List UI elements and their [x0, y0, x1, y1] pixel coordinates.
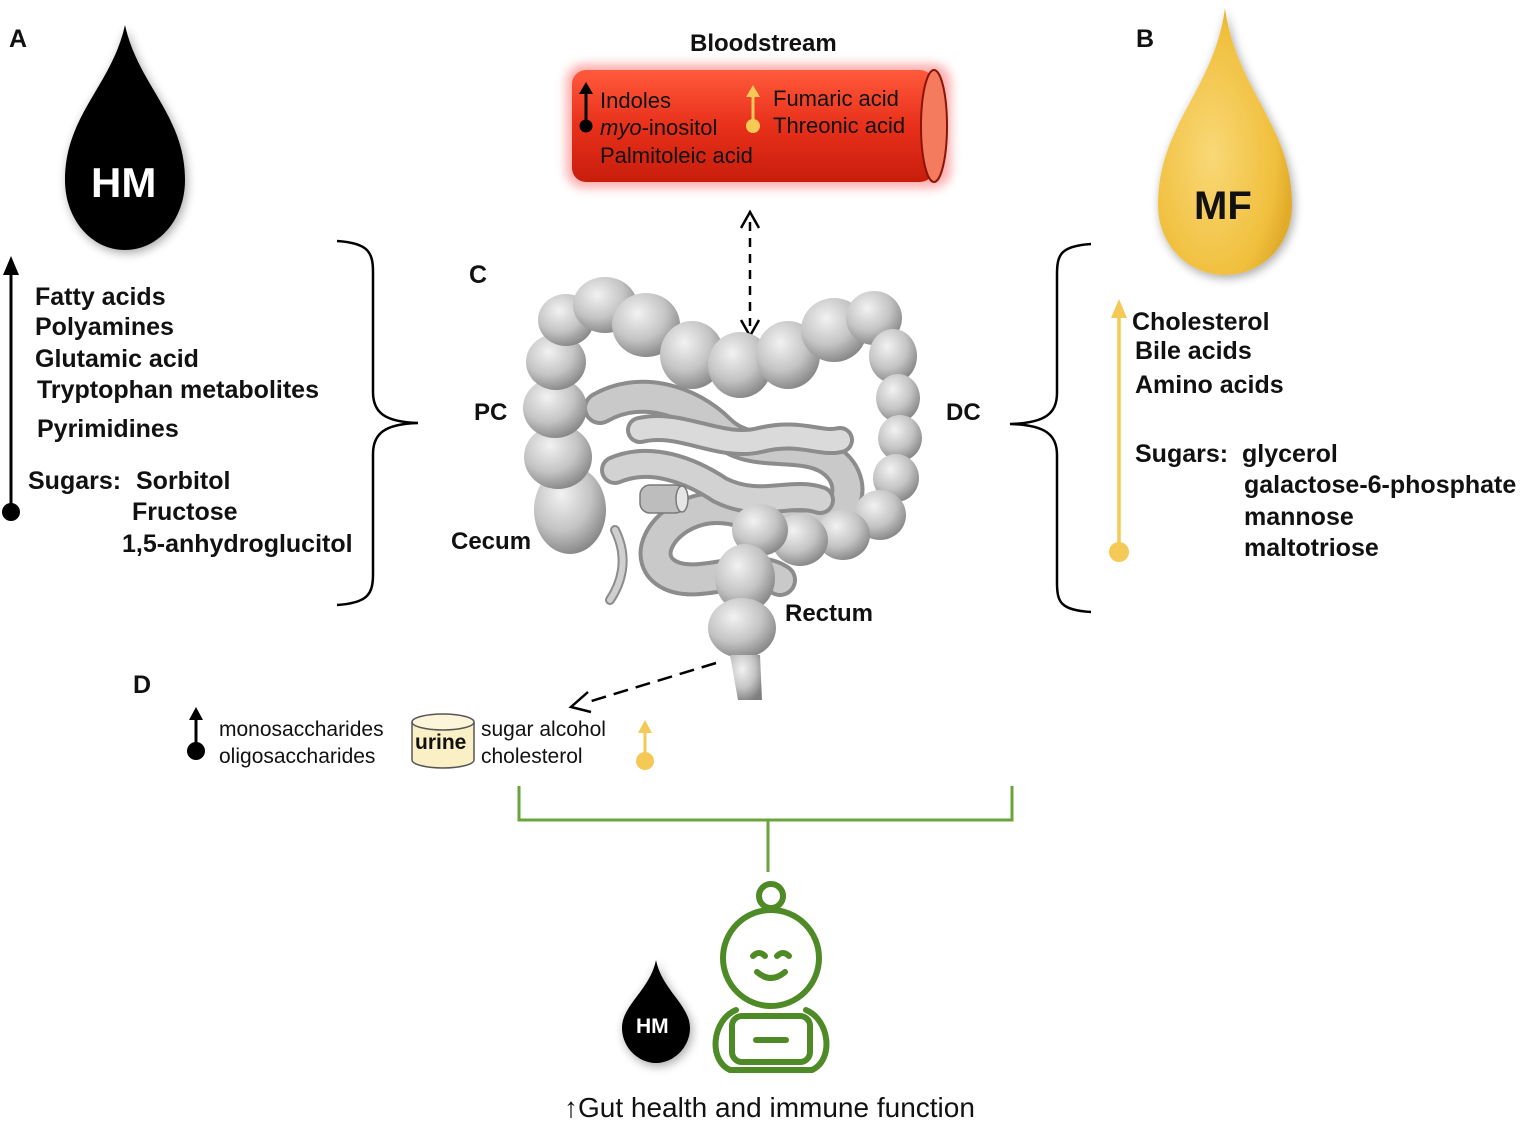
- hm-drop-label: HM: [91, 159, 157, 206]
- urine-mf-arrow: [636, 720, 654, 770]
- blood-mf-arrow: [746, 85, 760, 133]
- intestine-illustration: [523, 277, 922, 700]
- hm-increase-arrow: [2, 256, 20, 521]
- blood-colon-exchange-arrow: [739, 209, 761, 339]
- hm-sugars-label: Sugars:: [28, 467, 122, 495]
- urine-label: urine: [415, 731, 467, 754]
- mf-sugar: maltotriose: [1244, 534, 1379, 562]
- bloodstream-title: Bloodstream: [690, 30, 837, 57]
- mf-sugar: glycerol: [1242, 440, 1338, 468]
- urine-hm-item: oligosaccharides: [219, 745, 376, 768]
- urine-mf-item: sugar alcohol: [481, 718, 606, 741]
- mf-bracket: [1009, 242, 1092, 614]
- blood-hm-item: Indoles: [600, 88, 671, 113]
- panel-label-b: B: [1136, 25, 1155, 53]
- blood-mf-item: Threonic acid: [773, 113, 906, 138]
- hm-metabolite: Tryptophan metabolites: [37, 376, 319, 404]
- mf-metabolite: Amino acids: [1135, 371, 1284, 399]
- mf-metabolite: Bile acids: [1135, 337, 1252, 365]
- outcome-bracket: [517, 786, 1014, 872]
- colon-urine-arrow: [568, 661, 717, 714]
- panel-label-d: D: [133, 671, 152, 699]
- colon-label-pc: PC: [474, 399, 508, 426]
- urine-hm-item: monosaccharides: [219, 718, 384, 741]
- hm-drop-shape: [65, 25, 185, 250]
- urine-container: [411, 713, 475, 769]
- mf-sugar: galactose-6-phosphate: [1244, 471, 1517, 499]
- colon-label-rectum: Rectum: [785, 600, 874, 627]
- blood-hm-arrow: [579, 82, 593, 133]
- hm-metabolite: Polyamines: [35, 313, 174, 341]
- bloodstream-vessel-end: [920, 69, 948, 183]
- hm-sugar: Sorbitol: [136, 467, 231, 495]
- panel-label-a: A: [9, 25, 28, 53]
- urine-hm-arrow: [187, 707, 205, 760]
- hm-metabolite: Glutamic acid: [35, 345, 199, 373]
- mf-metabolite: Cholesterol: [1132, 308, 1270, 336]
- outcome-text: ↑Gut health and immune function: [564, 1092, 975, 1123]
- panel-label-c: C: [469, 261, 488, 289]
- mf-drop-label: MF: [1194, 184, 1252, 228]
- infant-icon: [712, 881, 830, 1073]
- hm-sugar: 1,5-anhydroglucitol: [122, 530, 353, 558]
- mf-sugar: mannose: [1244, 503, 1354, 531]
- colon-label-cecum: Cecum: [451, 528, 532, 555]
- mf-sugars-label: Sugars:: [1135, 440, 1229, 468]
- hm-metabolite: Pyrimidines: [37, 415, 179, 443]
- footer-hm-drop: [622, 960, 690, 1063]
- hm-bracket: [336, 239, 419, 607]
- blood-mf-item: Fumaric acid: [773, 86, 899, 111]
- footer-hm-label: HM: [636, 1015, 669, 1038]
- mf-increase-arrow: [1109, 299, 1129, 562]
- urine-mf-item: cholesterol: [481, 745, 583, 768]
- blood-hm-item: Palmitoleic acid: [600, 143, 753, 168]
- mf-drop-shape: [1158, 8, 1292, 275]
- colon-label-dc: DC: [946, 399, 981, 426]
- hm-sugar: Fructose: [132, 498, 238, 526]
- blood-hm-item: myo-inositol: [600, 115, 718, 140]
- hm-metabolite: Fatty acids: [35, 283, 166, 311]
